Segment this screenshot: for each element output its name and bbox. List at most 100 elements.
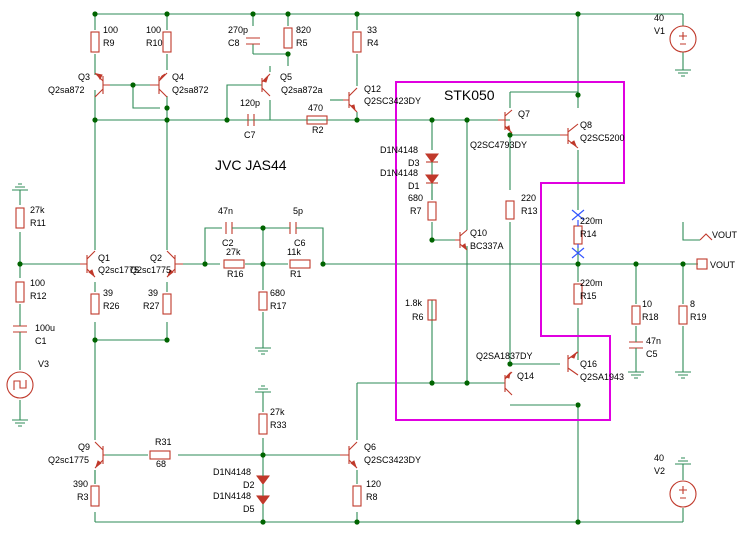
sources bbox=[6, 25, 697, 508]
svg-text:220m: 220m bbox=[580, 216, 603, 226]
resistor-r7 bbox=[427, 201, 437, 221]
svg-text:Q14: Q14 bbox=[517, 371, 534, 381]
svg-text:R16: R16 bbox=[227, 269, 244, 279]
resistor-r2 bbox=[306, 115, 328, 125]
stk050-module-outline bbox=[395, 81, 625, 421]
svg-text:R17: R17 bbox=[270, 301, 287, 311]
svg-text:R2: R2 bbox=[312, 125, 324, 135]
svg-text:C8: C8 bbox=[228, 38, 240, 48]
source-v2 bbox=[669, 480, 697, 508]
svg-text:470: 470 bbox=[308, 103, 323, 113]
transistor-q8 bbox=[560, 123, 579, 149]
resistor-r17 bbox=[258, 291, 268, 311]
diodes bbox=[256, 153, 439, 512]
svg-text:11k: 11k bbox=[287, 247, 301, 257]
svg-text:Q5: Q5 bbox=[280, 72, 292, 82]
svg-text:Q2SA1837DY: Q2SA1837DY bbox=[476, 351, 533, 361]
wires bbox=[19, 13, 700, 523]
resistor-r13 bbox=[505, 200, 515, 220]
svg-text:R26: R26 bbox=[103, 301, 120, 311]
svg-text:R15: R15 bbox=[580, 291, 597, 301]
capacitor-c8 bbox=[246, 37, 260, 45]
source-v3 bbox=[6, 371, 34, 399]
svg-text:Q6: Q6 bbox=[364, 442, 376, 452]
resistor-r26 bbox=[90, 293, 100, 315]
svg-text:V1: V1 bbox=[654, 26, 665, 36]
svg-text:390: 390 bbox=[73, 479, 88, 489]
resistor-r9 bbox=[90, 31, 100, 53]
svg-text:39: 39 bbox=[148, 288, 158, 298]
svg-text:C7: C7 bbox=[244, 130, 256, 140]
svg-text:D1: D1 bbox=[408, 181, 420, 191]
svg-text:D3: D3 bbox=[408, 158, 420, 168]
capacitor-c2 bbox=[225, 222, 233, 234]
resistor-r18 bbox=[631, 305, 641, 325]
svg-text:Q9: Q9 bbox=[78, 442, 90, 452]
svg-text:5p: 5p bbox=[293, 206, 303, 216]
vout-square-icon bbox=[696, 258, 708, 270]
resistor-r4 bbox=[352, 31, 362, 53]
junction-dots bbox=[17, 11, 686, 525]
svg-text:R19: R19 bbox=[690, 312, 707, 322]
diode-d1 bbox=[425, 174, 439, 184]
svg-text:Q12: Q12 bbox=[364, 84, 381, 94]
resistor-r1 bbox=[289, 259, 311, 269]
svg-text:220: 220 bbox=[521, 193, 536, 203]
svg-text:R1: R1 bbox=[290, 269, 302, 279]
module-label: STK050 bbox=[444, 87, 495, 103]
svg-text:D1N4148: D1N4148 bbox=[213, 491, 251, 501]
svg-text:R12: R12 bbox=[30, 291, 47, 301]
svg-text:47n: 47n bbox=[218, 206, 233, 216]
svg-text:BC337A: BC337A bbox=[470, 241, 504, 251]
transistor-q4 bbox=[150, 72, 168, 98]
resistor-r8 bbox=[352, 485, 362, 507]
svg-text:Q2sc1775: Q2sc1775 bbox=[48, 455, 89, 465]
resistors bbox=[15, 27, 688, 507]
transistor-q16 bbox=[567, 351, 579, 376]
svg-text:Q3: Q3 bbox=[78, 72, 90, 82]
svg-text:D5: D5 bbox=[243, 504, 255, 514]
svg-text:Q2sa872: Q2sa872 bbox=[172, 85, 209, 95]
svg-text:68: 68 bbox=[156, 459, 166, 469]
resistor-r3 bbox=[90, 485, 100, 507]
diode-d3 bbox=[425, 153, 439, 163]
svg-text:R31: R31 bbox=[155, 437, 172, 447]
resistor-r10 bbox=[162, 31, 172, 53]
svg-text:120p: 120p bbox=[240, 98, 260, 108]
svg-text:Q4: Q4 bbox=[172, 72, 184, 82]
svg-text:Q7: Q7 bbox=[518, 109, 530, 119]
svg-text:R13: R13 bbox=[521, 206, 538, 216]
resistor-r16 bbox=[223, 259, 245, 269]
svg-text:Q2SC3423DY: Q2SC3423DY bbox=[364, 96, 421, 106]
svg-text:D2: D2 bbox=[243, 480, 255, 490]
svg-text:Q1: Q1 bbox=[98, 253, 110, 263]
capacitor-c1 bbox=[13, 325, 27, 333]
text-labels: JVC JAS44 STK050 100 R9 100 R10 270p C8 … bbox=[30, 13, 738, 514]
svg-text:V3: V3 bbox=[38, 359, 49, 369]
resistor-r6 bbox=[427, 299, 437, 321]
svg-text:C1: C1 bbox=[35, 336, 47, 346]
svg-text:D1N4148: D1N4148 bbox=[380, 168, 418, 178]
capacitor-c5 bbox=[629, 341, 643, 349]
svg-text:47n: 47n bbox=[646, 336, 661, 346]
probe-markers bbox=[571, 209, 585, 259]
transistor-q7 bbox=[498, 109, 513, 134]
svg-text:Q2sa872a: Q2sa872a bbox=[281, 85, 323, 95]
svg-text:R5: R5 bbox=[296, 38, 308, 48]
svg-text:R27: R27 bbox=[143, 301, 160, 311]
svg-text:Q2SC5200: Q2SC5200 bbox=[580, 133, 625, 143]
svg-text:100: 100 bbox=[103, 25, 118, 35]
svg-text:Q2: Q2 bbox=[150, 253, 162, 263]
svg-text:100: 100 bbox=[146, 25, 161, 35]
diode-d2 bbox=[256, 475, 270, 485]
resistor-r33 bbox=[258, 413, 268, 435]
svg-text:27k: 27k bbox=[30, 205, 45, 215]
svg-text:R3: R3 bbox=[77, 492, 89, 502]
source-v1 bbox=[669, 25, 697, 53]
transistor-q6 bbox=[340, 441, 358, 469]
svg-text:Q2sc1775: Q2sc1775 bbox=[130, 265, 171, 275]
svg-text:40: 40 bbox=[654, 13, 664, 23]
transistor-q3 bbox=[94, 72, 110, 98]
svg-text:Q2sa872: Q2sa872 bbox=[48, 85, 85, 95]
svg-text:Q2SC3423DY: Q2SC3423DY bbox=[364, 455, 421, 465]
